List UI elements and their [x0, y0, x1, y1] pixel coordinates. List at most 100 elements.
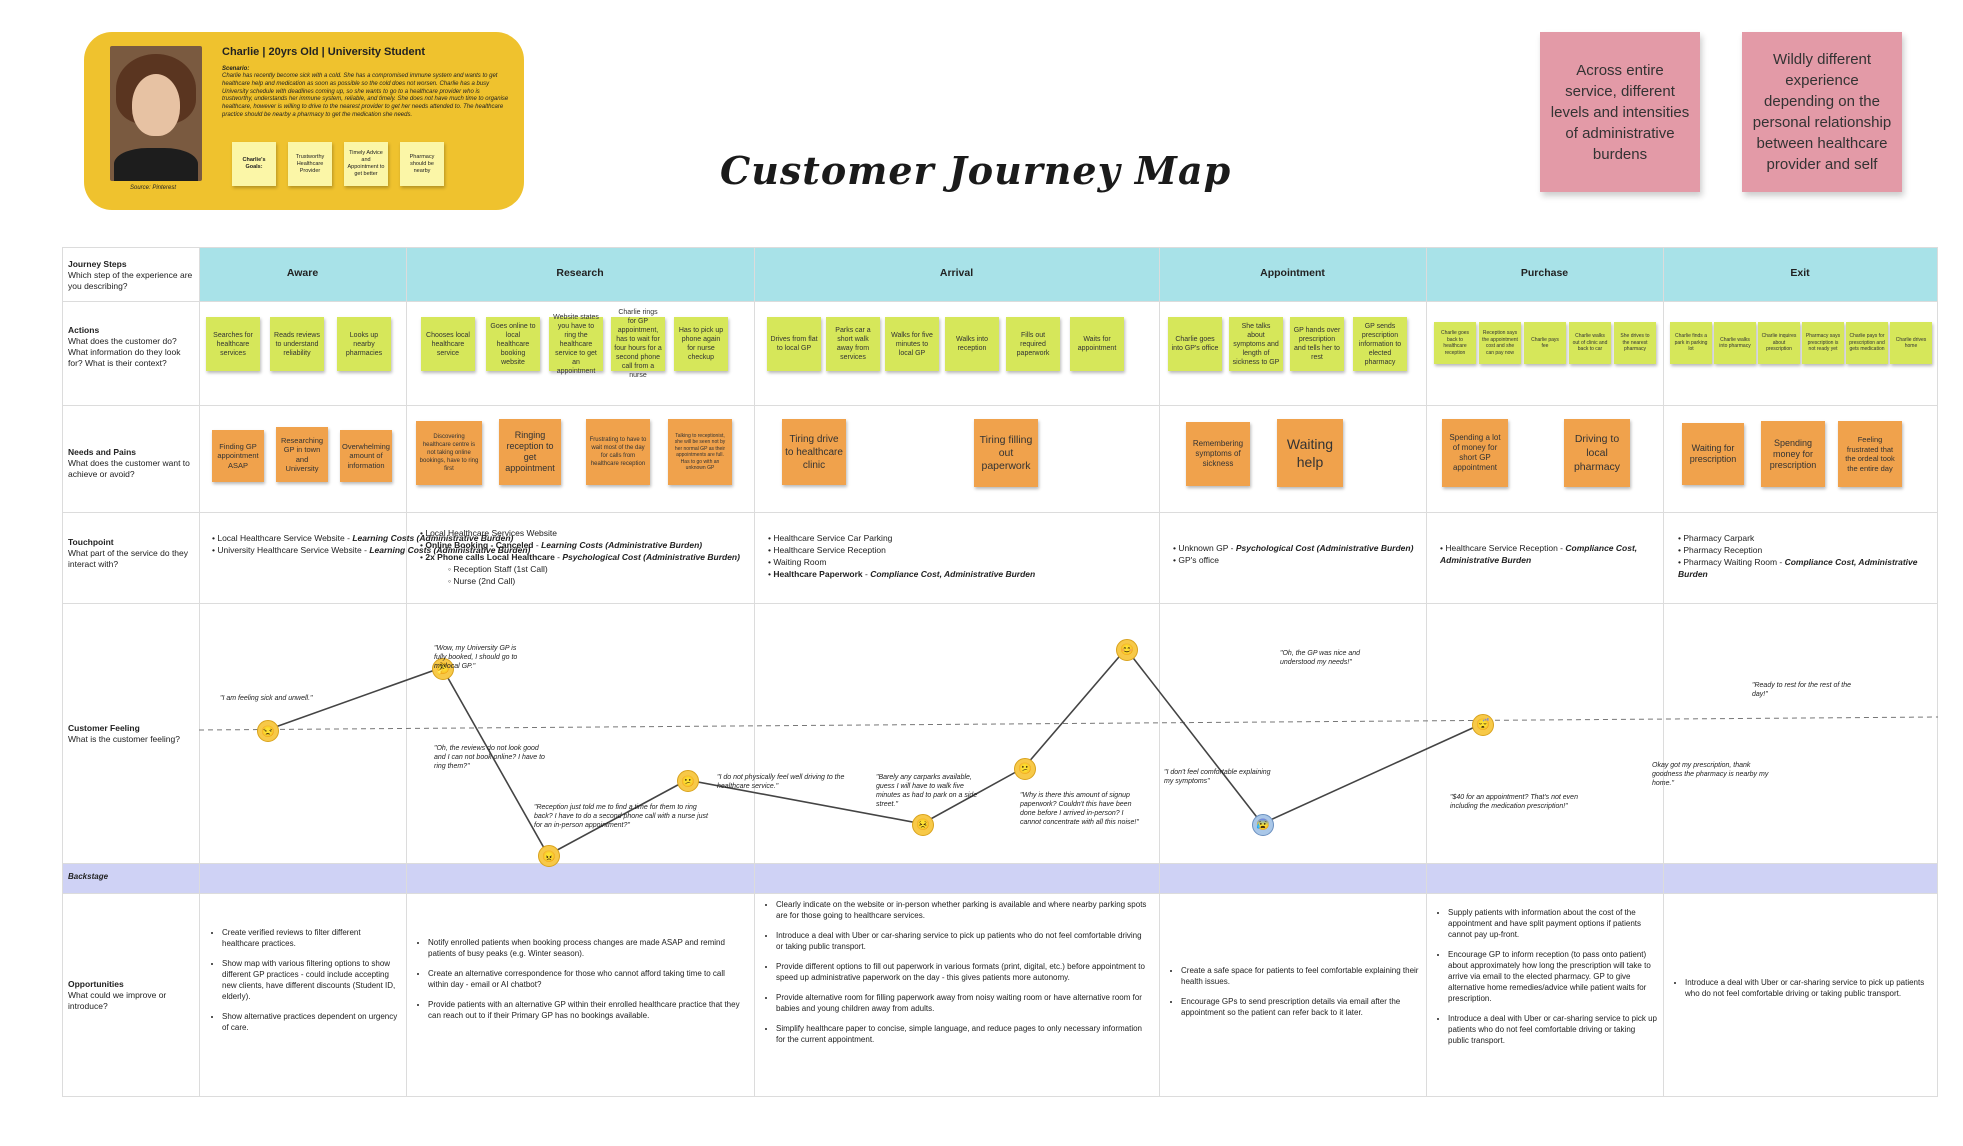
feeling-quote: "Oh, the GP was nice and understood my n…	[1280, 650, 1361, 666]
feeling-emoji: 😊	[1116, 638, 1138, 661]
action-sticky: Looks up nearby pharmacies	[337, 317, 391, 371]
need-sticky: Frustrating to have to wait most of the …	[586, 419, 650, 485]
action-sticky: She talks about symptoms and length of s…	[1229, 317, 1283, 371]
action-sticky: Walks into reception	[945, 317, 999, 371]
feeling-emoji: 😠	[538, 845, 560, 867]
feeling-quote: "I am feeling sick and unwell."	[220, 695, 313, 702]
action-sticky: GP hands over prescription and tells her…	[1290, 317, 1344, 371]
action-sticky: She drives to the nearest pharmacy	[1614, 322, 1656, 364]
need-sticky: Spending a lot of money for short GP app…	[1442, 419, 1508, 487]
action-sticky: Chooses local healthcare service	[421, 317, 475, 371]
need-sticky: Researching GP in town and University	[276, 427, 328, 482]
opportunities-appointment: Create a safe space for patients to feel…	[1169, 965, 1419, 1027]
touchpoint-exit: • Pharmacy Carpark • Pharmacy Reception …	[1678, 533, 1918, 579]
need-sticky: Finding GP appointment ASAP	[212, 430, 264, 482]
page-title: Customer Journey Map	[720, 148, 1232, 193]
action-sticky: Reads reviews to understand reliability	[270, 317, 324, 371]
stage-purchase: Purchase	[1520, 267, 1569, 279]
touchpoint-research: • Local Healthcare Services Website • On…	[420, 528, 740, 586]
action-sticky: Drives from flat to local GP	[767, 317, 821, 371]
action-sticky: Goes online to local healthcare booking …	[486, 317, 540, 371]
persona-photo	[110, 46, 202, 181]
feeling-emoji: 😴	[1472, 713, 1494, 736]
opportunities-arrival: Clearly indicate on the website or in-pe…	[764, 899, 1149, 1054]
feeling-quote: "Oh, the reviews do not look good and I …	[434, 745, 545, 770]
action-sticky: Charlie walks into pharmacy	[1714, 322, 1756, 364]
goal-note: Charlie's Goals:	[232, 142, 276, 186]
feeling-quote: "I do not physically feel well driving t…	[717, 774, 845, 790]
touchpoint-aware: • Local Healthcare Service Website - Lea…	[212, 533, 531, 555]
need-sticky: Overwhelming amount of information	[340, 430, 392, 482]
feeling-quote: "Barely any carparks available, guess I …	[876, 774, 978, 808]
opportunities-exit: Introduce a deal with Uber or car-sharin…	[1673, 977, 1929, 1008]
need-sticky: Waiting for prescription	[1682, 423, 1744, 485]
action-sticky: Charlie drives home	[1890, 322, 1932, 364]
action-sticky: Has to pick up phone again for nurse che…	[674, 317, 728, 371]
need-sticky: Talking to receptionist, she will be see…	[668, 419, 732, 485]
opportunities-research: Notify enrolled patients when booking pr…	[416, 937, 746, 1030]
goal-note: Timely Advice and Appointment to get bet…	[344, 142, 388, 186]
neutral-baseline	[198, 716, 1938, 731]
need-sticky: Tiring drive to healthcare clinic	[782, 419, 846, 485]
action-sticky: Charlie rings for GP appointment, has to…	[611, 309, 665, 379]
feeling-emoji: 😕	[1014, 757, 1036, 780]
action-sticky: Parks car a short walk away from service…	[826, 317, 880, 371]
feeling-quote: "Reception just told me to find a time f…	[534, 804, 708, 829]
feeling-quote: "Why is there this amount of signup pape…	[1020, 792, 1139, 826]
stage-aware: Aware	[286, 267, 319, 279]
need-sticky: Spending money for prescription	[1761, 421, 1825, 487]
feeling-emoji: 😣	[912, 813, 934, 836]
insight-note: Wildly different experience depending on…	[1742, 32, 1902, 192]
stage-research: Research	[556, 267, 604, 279]
need-sticky: Remembering symptoms of sickness	[1186, 422, 1250, 486]
action-sticky: Charlie walks out of clinic and back to …	[1569, 322, 1611, 364]
photo-source: Source: Pinterest	[130, 185, 177, 191]
backstage-label: Backstage	[68, 872, 109, 881]
persona-goals: Charlie's Goals: Trustworthy Healthcare …	[232, 142, 444, 186]
action-sticky: Website states you have to ring the heal…	[549, 314, 603, 375]
need-sticky: Tiring filling out paperwork	[974, 419, 1038, 487]
feeling-curve	[198, 647, 1938, 857]
action-sticky: Charlie pays for prescription and gets m…	[1846, 322, 1888, 364]
feeling-emoji: 😒	[257, 720, 279, 742]
touchpoint-arrival: • Healthcare Service Car Parking • Healt…	[768, 533, 1036, 579]
persona-card: Charlie | 20yrs Old | University Student…	[84, 32, 524, 210]
action-sticky: Charlie goes back to healthcare receptio…	[1434, 322, 1476, 364]
action-sticky: GP sends prescription information to ele…	[1353, 317, 1407, 371]
stage-appointment: Appointment	[1260, 267, 1325, 279]
backstage-bar	[62, 863, 1938, 893]
need-sticky: Waiting help	[1277, 419, 1343, 487]
opportunities-purchase: Supply patients with information about t…	[1436, 907, 1658, 1055]
scenario-title: Scenario:	[222, 66, 250, 72]
need-sticky: Feeling frustrated that the ordeal took …	[1838, 421, 1902, 487]
action-sticky: Charlie finds a park in parking lot	[1670, 322, 1712, 364]
action-sticky: Fills out required paperwork	[1006, 317, 1060, 371]
action-sticky: Charlie goes into GP's office	[1168, 317, 1222, 371]
feeling-emoji: 😰	[1252, 813, 1274, 836]
action-sticky: Pharmacy says prescription is not ready …	[1802, 322, 1844, 364]
feeling-quote: Okay got my prescription, thank goodness…	[1652, 762, 1769, 787]
touchpoint-appointment: • Unknown GP - Psychological Cost (Admin…	[1173, 543, 1414, 565]
stage-exit: Exit	[1790, 267, 1810, 279]
goal-note: Trustworthy Healthcare Provider	[288, 142, 332, 186]
action-sticky: Walks for five minutes to local GP	[885, 317, 939, 371]
need-sticky: Driving to local pharmacy	[1564, 419, 1630, 487]
action-sticky: Reception says the appointment cost and …	[1479, 322, 1521, 364]
insight-note: Across entire service, different levels …	[1540, 32, 1700, 192]
scenario-text: Charlie has recently become sick with a …	[222, 73, 509, 118]
action-sticky: Waits for appointment	[1070, 317, 1124, 371]
feeling-quote: "I don't feel comfortable explaining my …	[1164, 769, 1271, 785]
feeling-quote: "Wow, my University GP is fully booked, …	[434, 645, 518, 670]
need-sticky: Discovering healthcare centre is not tak…	[416, 421, 482, 485]
persona-name: Charlie | 20yrs Old | University Student	[222, 46, 425, 58]
stage-bar	[199, 247, 1938, 301]
opportunities-aware: Create verified reviews to filter differ…	[210, 927, 398, 1042]
stage-arrival: Arrival	[939, 267, 974, 279]
action-sticky: Searches for healthcare services	[206, 317, 260, 371]
